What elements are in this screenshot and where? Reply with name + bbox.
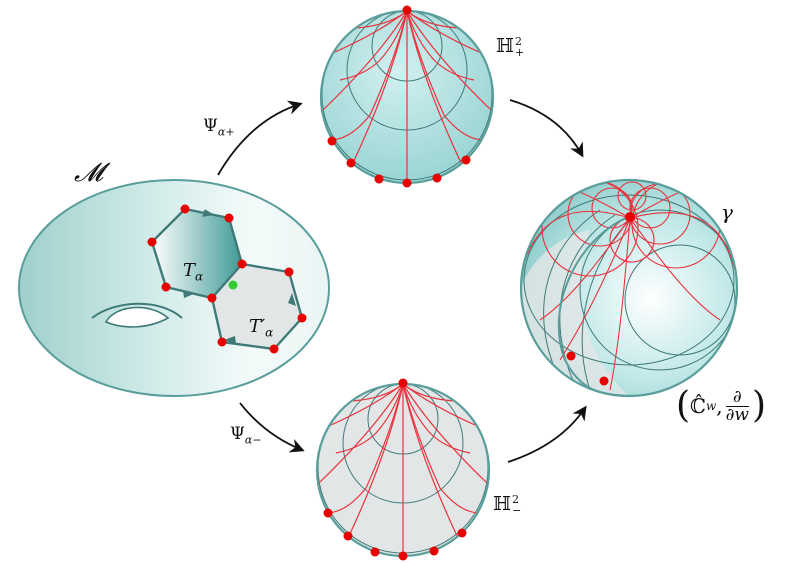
gamma-curve xyxy=(557,216,630,397)
open-paren: ( xyxy=(676,385,691,426)
close-paren: ) xyxy=(751,385,766,426)
arrows xyxy=(217,99,587,463)
t-alpha-symbol: T xyxy=(183,260,196,281)
torus-hole-curve xyxy=(91,302,183,319)
red-dot-icon xyxy=(432,173,442,183)
c-hat-symbol: ℂ̂ xyxy=(690,394,706,418)
fraction-bar xyxy=(725,405,749,407)
red-dot-icon xyxy=(370,547,380,557)
red-dot-icon xyxy=(566,351,576,361)
partial-numerator: ∂ xyxy=(732,386,742,407)
curved-arrow-icon xyxy=(509,99,584,158)
disk-h-plus xyxy=(319,5,495,188)
red-dot-icon xyxy=(180,204,190,214)
edge-arrows xyxy=(183,209,296,344)
t-alpha-subscript: α xyxy=(195,269,204,284)
red-dot-icon xyxy=(323,508,333,518)
psi-minus-label: Ψα− xyxy=(230,424,262,447)
red-dot-icon xyxy=(217,337,227,347)
gamma-label: γ xyxy=(721,200,733,224)
red-dot-icon xyxy=(461,155,471,165)
curved-arrow-icon xyxy=(239,402,305,453)
disk-h-minus xyxy=(315,378,491,561)
red-dot-icon xyxy=(374,174,384,184)
red-dot-icon xyxy=(343,531,353,541)
red-dot-icon xyxy=(147,237,157,247)
curved-arrow-icon xyxy=(217,100,303,176)
hexagon-vertices xyxy=(147,204,307,354)
red-dot-icon xyxy=(237,259,247,269)
red-dot-icon xyxy=(284,267,294,277)
red-dot-icon xyxy=(402,5,412,15)
t-alpha-prime-label: T′α xyxy=(249,318,273,339)
red-dot-icon xyxy=(599,376,609,386)
manifold-label: 𝓜 xyxy=(74,158,104,188)
t-alpha-prime-symbol: T′ xyxy=(249,316,266,337)
t-alpha-label: Tα xyxy=(183,262,203,283)
partial-denominator: ∂w xyxy=(725,404,749,425)
red-dot-icon xyxy=(161,282,171,292)
h-plus-superscript: 2 xyxy=(514,35,522,48)
red-dot-icon xyxy=(346,158,356,168)
t-alpha-prime-subscript: α xyxy=(265,325,274,340)
psi-minus-symbol: Ψ xyxy=(230,424,245,444)
red-dot-icon xyxy=(429,546,439,556)
psi-plus-subscript: α+ xyxy=(217,125,235,139)
red-dot-icon xyxy=(398,551,408,561)
c-hat-subscript: w xyxy=(705,399,717,413)
red-dot-icon xyxy=(327,136,337,146)
red-dot-icon xyxy=(402,178,412,188)
h-minus-symbol: ℍ xyxy=(493,493,511,515)
psi-plus-symbol: Ψ xyxy=(203,116,218,136)
torus-hole xyxy=(104,306,170,328)
h-minus-subscript: − xyxy=(511,504,522,517)
partial-derivative: ∂ ∂w xyxy=(725,386,749,425)
riemann-sphere xyxy=(519,178,739,398)
curved-arrow-icon xyxy=(507,405,587,463)
red-dot-icon xyxy=(297,313,307,323)
red-dot-icon xyxy=(398,378,408,388)
green-dot-icon xyxy=(228,280,238,290)
red-dot-icon xyxy=(625,212,635,222)
h-minus-superscript: 2 xyxy=(511,493,519,506)
h-plus-symbol: ℍ xyxy=(496,35,514,57)
red-dot-icon xyxy=(207,293,217,303)
psi-plus-label: Ψα+ xyxy=(203,116,235,139)
comma: , xyxy=(716,394,723,418)
psi-minus-subscript: α− xyxy=(244,433,262,447)
red-dot-icon xyxy=(269,344,279,354)
h-plus-subscript: + xyxy=(514,46,525,59)
red-dot-icon xyxy=(457,528,467,538)
red-dot-icon xyxy=(224,213,234,223)
